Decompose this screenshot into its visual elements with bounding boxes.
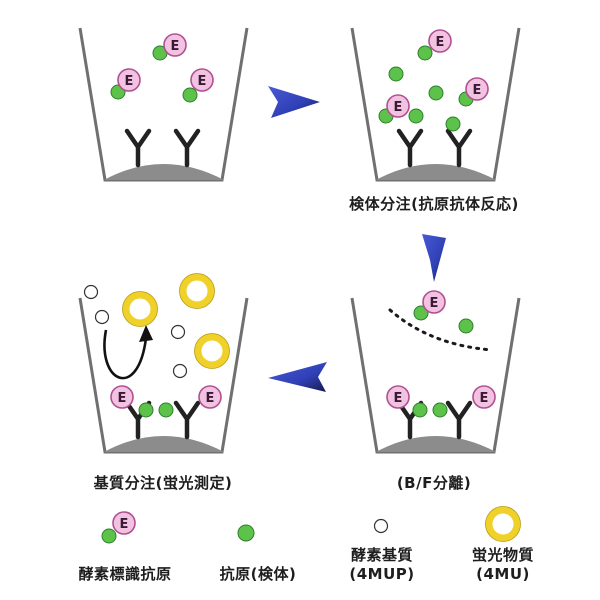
fluor-ring <box>485 506 521 542</box>
cup-step1 <box>78 27 249 182</box>
enzyme-circle <box>386 385 410 409</box>
antigen-dot <box>458 318 474 334</box>
antibody <box>396 128 424 168</box>
substrate-circle <box>170 324 186 340</box>
solid-phase <box>104 164 224 180</box>
enzyme-letter: E <box>206 391 215 406</box>
enzyme-letter: E <box>125 74 134 89</box>
legend-substrate-label: 酵素基質 (4MUP) <box>349 546 414 584</box>
legend-fluor-name: 蛍光物質 <box>471 546 535 564</box>
step2-caption: 検体分注(抗原抗体反応) <box>349 195 519 213</box>
enzyme-letter: E <box>198 74 207 89</box>
fluor-ring-outline <box>179 273 215 309</box>
enzyme-circle <box>465 77 489 101</box>
solid-phase <box>376 436 496 452</box>
legend-antigen-label: 抗原(検体) <box>219 565 297 583</box>
substrate-circle <box>373 518 389 534</box>
antigen-dot <box>388 66 404 82</box>
enzyme-letter: E <box>480 391 489 406</box>
antibody <box>173 400 201 440</box>
arrow-left <box>268 362 327 392</box>
antigen-dot <box>408 108 424 124</box>
legend-substrate-name: 酵素基質 <box>350 546 413 564</box>
enzyme-circle <box>110 385 134 409</box>
substrate-circle <box>83 284 99 300</box>
enzyme-letter: E <box>394 100 403 115</box>
enzyme-letter: E <box>436 35 445 50</box>
fluor-ring <box>179 273 215 309</box>
enzyme-circle <box>190 68 214 92</box>
enzyme-circle <box>198 385 222 409</box>
cup-step2 <box>350 27 521 182</box>
enzyme-circle <box>386 94 410 118</box>
enzyme-letter: E <box>118 391 127 406</box>
enzyme-circle <box>428 29 452 53</box>
antigen-dot <box>413 305 429 321</box>
enzyme-letter: E <box>120 517 129 532</box>
enzyme-circle <box>117 68 141 92</box>
solid-phase <box>376 164 496 180</box>
legend-substrate-code: (4MUP) <box>349 565 415 583</box>
enzyme-circle <box>472 385 496 409</box>
step4-caption: 基質分注(蛍光測定) <box>93 474 233 492</box>
reaction-arrow <box>103 329 148 380</box>
antigen-dot <box>138 402 154 418</box>
antibody <box>173 128 201 168</box>
fluor-ring <box>122 291 158 327</box>
enzyme-circle <box>163 33 187 57</box>
antigen-dot <box>445 116 461 132</box>
substrate-circle <box>94 309 110 325</box>
antigen-dot <box>101 528 117 544</box>
fluor-ring-outline <box>122 291 158 327</box>
antigen-dot <box>158 402 174 418</box>
antigen-dot <box>237 524 255 542</box>
fluor-ring <box>194 333 230 369</box>
legend-fluor-code: (4MU) <box>476 565 530 583</box>
solid-phase <box>104 436 224 452</box>
enzyme-circle <box>112 511 136 535</box>
reaction-arrowhead <box>139 325 153 342</box>
antibody <box>124 128 152 168</box>
fluor-ring-outline <box>485 506 521 542</box>
separation-path <box>388 308 494 352</box>
arrow-right <box>268 86 320 118</box>
antibody <box>445 400 473 440</box>
antigen-dot <box>432 402 448 418</box>
legend-fluor-label: 蛍光物質 (4MU) <box>472 546 534 584</box>
enzyme-circle <box>422 290 446 314</box>
cup-step4 <box>78 297 249 454</box>
fluor-ring-outline <box>194 333 230 369</box>
arrow-down <box>422 234 446 282</box>
enzyme-letter: E <box>394 391 403 406</box>
legend-enzyme-label: 酵素標識抗原 <box>78 565 172 583</box>
antigen-dot <box>428 85 444 101</box>
cup-step3 <box>350 297 521 454</box>
substrate-circle <box>172 363 188 379</box>
step3-caption: (B/F分離) <box>396 474 472 492</box>
antigen-dot <box>182 87 198 103</box>
enzyme-letter: E <box>171 39 180 54</box>
enzyme-letter: E <box>473 83 482 98</box>
antibody <box>445 128 473 168</box>
antigen-dot <box>412 402 428 418</box>
enzyme-letter: E <box>430 296 439 311</box>
antigen-dot <box>417 45 433 61</box>
